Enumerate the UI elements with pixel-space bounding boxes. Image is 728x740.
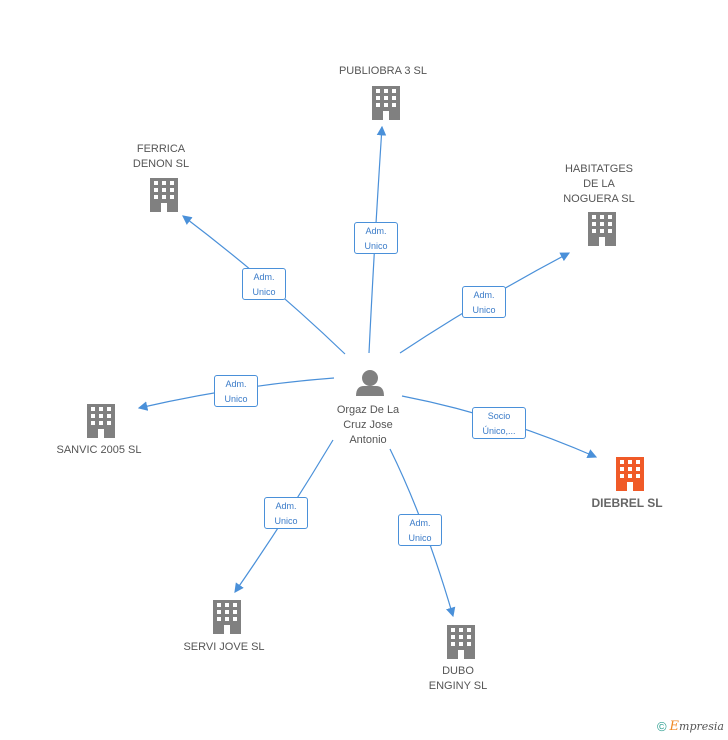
relation-label-servi: Adm.Unico [264, 497, 308, 529]
brand-footer: © Empresia [657, 719, 724, 734]
building-icon [213, 600, 241, 634]
company-name-sanvic[interactable]: SANVIC 2005 SL [56, 444, 142, 456]
building-icon [150, 178, 178, 212]
company-name-publiobra[interactable]: PUBLIOBRA 3 SL [338, 65, 428, 77]
building-icon [87, 404, 115, 438]
company-name-diebrel[interactable]: DIEBREL SL [591, 496, 663, 510]
copyright-icon: © [656, 719, 667, 734]
building-icon [616, 457, 644, 491]
relation-label-publiobra: Adm.Unico [354, 222, 398, 254]
person-icon [356, 370, 384, 396]
building-icon [372, 86, 400, 120]
relation-label-ferrica: Adm.Unico [242, 268, 286, 300]
brand-logo: Empresia [669, 719, 724, 734]
building-icon [447, 625, 475, 659]
relation-label-dubo: Adm.Unico [398, 514, 442, 546]
relation-label-habitatges: Adm.Unico [462, 286, 506, 318]
building-icon [588, 212, 616, 246]
company-name-servi[interactable]: SERVI JOVE SL [183, 641, 265, 653]
relation-label-sanvic: Adm.Unico [214, 375, 258, 407]
